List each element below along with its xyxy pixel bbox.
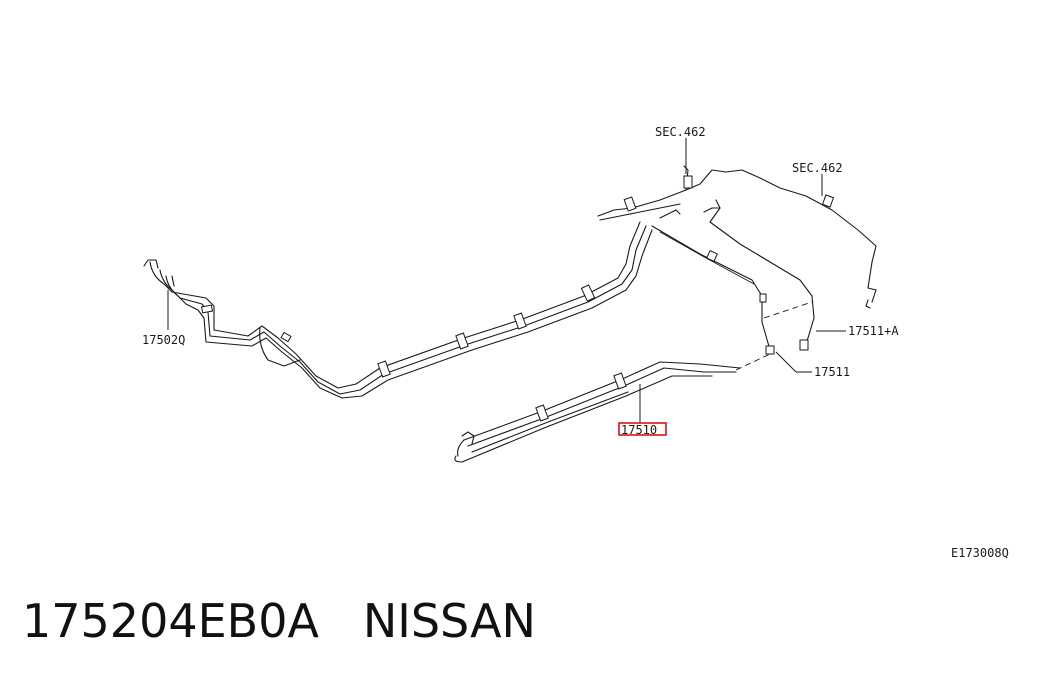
branch-tube-c — [659, 231, 755, 285]
tube-17510-end-loop — [457, 439, 465, 457]
front-cross-tube-2 — [599, 203, 681, 221]
label-17502q: 17502Q — [142, 333, 185, 347]
rear-loop — [259, 327, 301, 367]
tube-17510 — [454, 361, 741, 463]
branch-tubes — [651, 199, 815, 351]
clip-6 — [580, 284, 596, 302]
label-17511: 17511 — [814, 365, 850, 379]
figure-code: E173008Q — [951, 546, 1009, 560]
main-tube-2 — [159, 225, 647, 395]
callout-labels: SEC.462 SEC.462 17502Q 17511+A 17511 175… — [142, 125, 1009, 560]
clip-11 — [535, 404, 549, 422]
tube-clips — [200, 175, 835, 422]
dashed-connections — [735, 301, 813, 371]
clip-9 — [706, 250, 718, 262]
main-tube-1 — [149, 221, 641, 389]
clip-4 — [455, 332, 469, 350]
dash-line-17511 — [735, 353, 771, 371]
clip-3 — [377, 360, 391, 378]
leader-17511 — [775, 351, 812, 373]
tube-17510-inner — [471, 391, 629, 453]
upper-hook — [659, 209, 681, 219]
label-sec-top: SEC.462 — [655, 125, 706, 139]
part-caption: 175204EB0A NISSAN — [22, 598, 536, 644]
main-tube-3 — [165, 229, 653, 399]
tube-17510-lower — [467, 367, 737, 447]
part-number: 175204EB0A — [22, 594, 319, 648]
branch-tube-b — [703, 207, 815, 347]
right-end-fitting — [865, 299, 871, 309]
dash-line-17511a — [763, 301, 813, 319]
clip-12 — [613, 372, 627, 390]
clip-1 — [200, 304, 214, 314]
clip-2 — [280, 331, 292, 343]
rear-fitting-a — [143, 259, 159, 269]
highlight-box-17510 — [618, 422, 667, 436]
brand-name: NISSAN — [362, 594, 536, 648]
label-17511a: 17511+A — [848, 324, 899, 338]
rear-fitting-b — [171, 275, 175, 287]
branch-tube-a — [651, 225, 771, 351]
front-upper-routing — [597, 165, 877, 309]
front-cross-tube-1 — [597, 169, 877, 303]
tube-17510-upper — [463, 361, 741, 441]
tube-17510-return — [454, 375, 713, 463]
label-17510: 17510 — [621, 423, 657, 437]
callout-leaders — [167, 138, 846, 422]
clip-15 — [821, 194, 835, 208]
clip-5 — [513, 312, 527, 330]
clip-7 — [623, 196, 637, 212]
main-tube-bundle — [143, 221, 653, 399]
label-sec-right: SEC.462 — [792, 161, 843, 175]
caption-separator — [319, 594, 363, 648]
tube-17510-end-fitting — [461, 431, 475, 445]
clip-14 — [799, 339, 809, 351]
clip-10 — [759, 293, 767, 303]
clip-13 — [765, 345, 775, 355]
upper-stub — [715, 199, 721, 209]
clip-8 — [683, 175, 693, 189]
